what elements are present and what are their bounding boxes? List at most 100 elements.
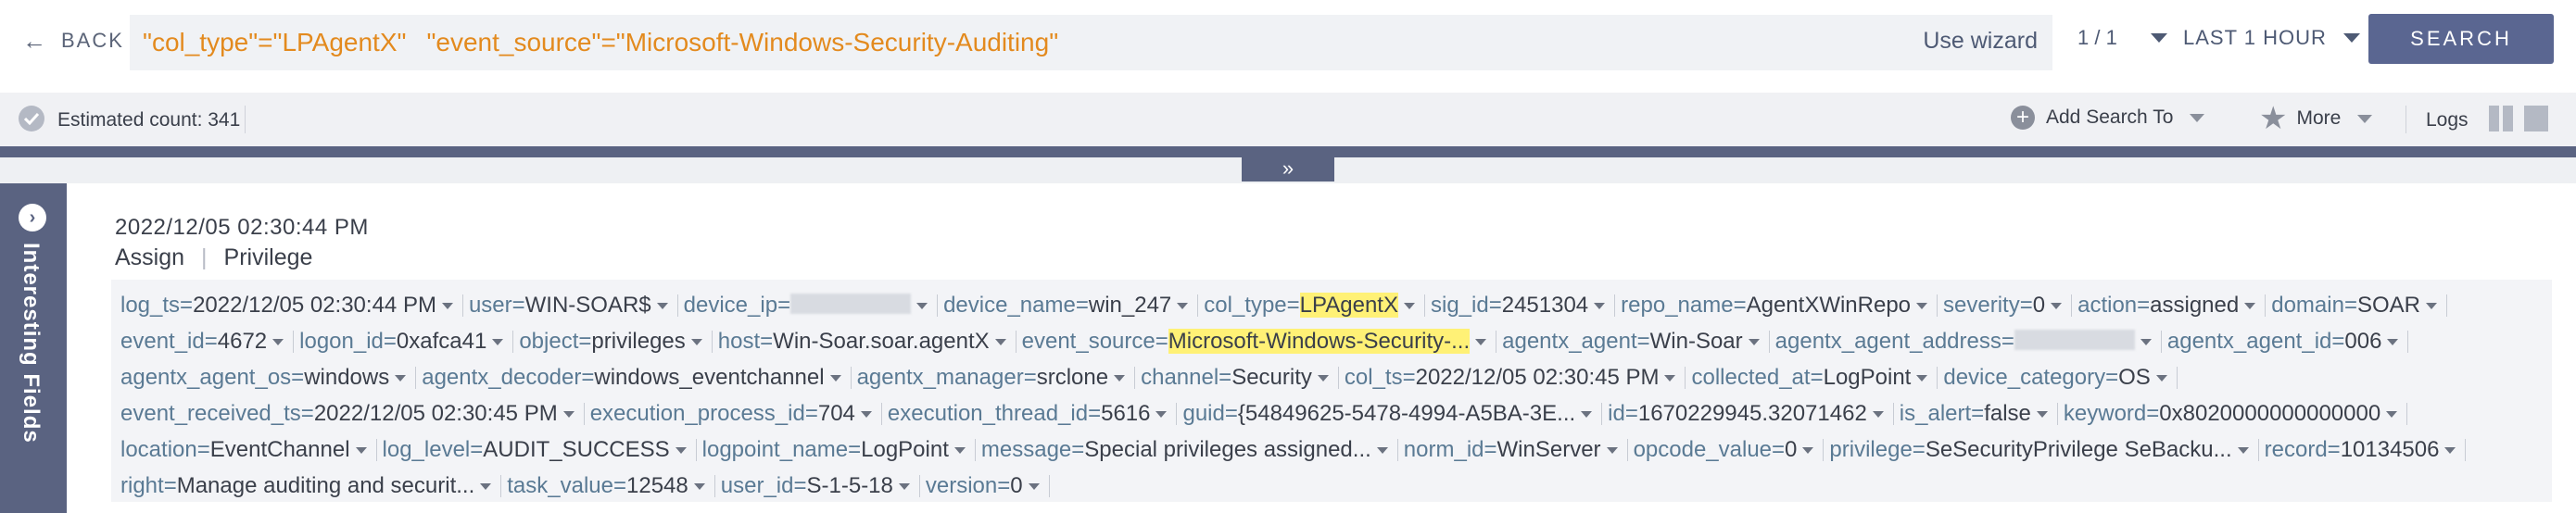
log-field-action[interactable]: action=assigned <box>2077 287 2267 323</box>
chevron-down-icon[interactable] <box>916 303 928 309</box>
chevron-down-icon[interactable] <box>492 339 504 345</box>
chevron-down-icon[interactable] <box>480 483 492 490</box>
log-field-agentx-agent-id[interactable]: agentx_agent_id=006 <box>2167 323 2409 359</box>
log-field-record[interactable]: record=10134506 <box>2265 432 2467 468</box>
chevron-down-icon[interactable] <box>1872 411 1884 418</box>
time-range-select[interactable]: LAST 1 HOUR <box>2183 26 2360 50</box>
chevron-down-icon[interactable] <box>562 411 575 418</box>
log-field-device-category[interactable]: device_category=OS <box>1943 359 2178 395</box>
log-field-device-name[interactable]: device_name=win_247 <box>943 287 1199 323</box>
chevron-down-icon[interactable] <box>1802 447 1814 454</box>
chevron-down-icon[interactable] <box>2155 375 2167 382</box>
chevron-down-icon[interactable] <box>994 339 1006 345</box>
log-field-col-type[interactable]: col_type=LPAgentX <box>1204 287 1425 323</box>
chevron-down-icon[interactable] <box>829 375 841 382</box>
log-field-agentx-decoder[interactable]: agentx_decoder=windows_eventchannel <box>422 359 852 395</box>
log-field-privilege[interactable]: privilege=SeSecurityPrivilege SeBacku... <box>1829 432 2259 468</box>
log-field-task-value[interactable]: task_value=12548 <box>507 468 715 504</box>
chevron-down-icon[interactable] <box>1028 483 1040 490</box>
log-field-agentx-agent-address[interactable]: agentx_agent_address= <box>1775 323 2162 359</box>
chevron-down-icon[interactable] <box>1403 303 1415 309</box>
chevron-down-icon[interactable] <box>1916 375 1928 382</box>
chevron-down-icon[interactable] <box>860 411 872 418</box>
chevron-down-icon[interactable] <box>1748 339 1760 345</box>
log-field-severity[interactable]: severity=0 <box>1943 287 2073 323</box>
chevron-down-icon[interactable] <box>1114 375 1126 382</box>
back-button[interactable]: ← BACK <box>22 27 122 56</box>
chevron-down-icon[interactable] <box>1664 375 1676 382</box>
collapse-toggle[interactable]: » <box>1242 157 1334 181</box>
log-field-id[interactable]: id=1670229945.32071462 <box>1608 395 1894 432</box>
log-field-host[interactable]: host=Win-Soar.soar.agentX <box>718 323 1017 359</box>
chevron-down-icon[interactable] <box>395 375 407 382</box>
search-button[interactable]: SEARCH <box>2368 14 2554 64</box>
log-field-collected-at[interactable]: collected_at=LogPoint <box>1691 359 1938 395</box>
chevron-down-icon[interactable] <box>2051 303 2063 309</box>
log-field-message[interactable]: message=Special privileges assigned... <box>981 432 1398 468</box>
log-field-log-level[interactable]: log_level=AUDIT_SUCCESS <box>383 432 697 468</box>
log-field-version[interactable]: version=0 <box>926 468 1050 504</box>
chevron-down-icon[interactable] <box>690 339 702 345</box>
interesting-fields-panel[interactable]: › Interesting Fields <box>0 183 67 513</box>
chevron-down-icon[interactable] <box>1376 447 1388 454</box>
use-wizard-link[interactable]: Use wizard <box>1923 28 2038 54</box>
chevron-down-icon[interactable] <box>953 447 966 454</box>
log-field-user-id[interactable]: user_id=S-1-5-18 <box>721 468 920 504</box>
chevron-down-icon[interactable] <box>2150 33 2167 43</box>
chevron-down-icon[interactable] <box>272 339 284 345</box>
log-field-opcode-value[interactable]: opcode_value=0 <box>1634 432 1825 468</box>
chevron-down-icon[interactable] <box>1177 303 1189 309</box>
log-field-guid[interactable]: guid={54849625-5478-4994-A5BA-3E... <box>1182 395 1603 432</box>
log-field-keyword[interactable]: keyword=0x8020000000000000 <box>2064 395 2408 432</box>
chevron-down-icon[interactable] <box>1475 339 1487 345</box>
log-field-event-id[interactable]: event_id=4672 <box>120 323 295 359</box>
chevron-down-icon[interactable] <box>2444 447 2456 454</box>
log-field-location[interactable]: location=EventChannel <box>120 432 377 468</box>
chevron-down-icon[interactable] <box>898 483 910 490</box>
log-field-norm-id[interactable]: norm_id=WinServer <box>1404 432 1628 468</box>
log-field-agentx-agent-os[interactable]: agentx_agent_os=windows <box>120 359 417 395</box>
log-field-event-received-ts[interactable]: event_received_ts=2022/12/05 02:30:45 PM <box>120 395 585 432</box>
query-input[interactable]: "col_type" = "LPAgentX" "event_source" =… <box>130 15 2052 70</box>
log-field-col-ts[interactable]: col_ts=2022/12/05 02:30:45 PM <box>1345 359 1686 395</box>
chevron-down-icon[interactable] <box>1606 447 1618 454</box>
log-field-right[interactable]: right=Manage auditing and securit... <box>120 468 502 504</box>
log-field-user[interactable]: user=WIN-SOAR$ <box>469 287 678 323</box>
chevron-down-icon[interactable] <box>2244 303 2256 309</box>
chevron-down-icon[interactable] <box>2140 339 2152 345</box>
add-search-to-button[interactable]: + Add Search To <box>2011 106 2205 130</box>
log-field-log-ts[interactable]: log_ts=2022/12/05 02:30:44 PM <box>120 287 463 323</box>
log-field-channel[interactable]: channel=Security <box>1141 359 1339 395</box>
log-field-agentx-agent[interactable]: agentx_agent=Win-Soar <box>1502 323 1770 359</box>
chevron-down-icon[interactable] <box>2387 339 2399 345</box>
chevron-down-icon[interactable] <box>2425 303 2437 309</box>
chevron-down-icon[interactable] <box>693 483 705 490</box>
chevron-down-icon[interactable] <box>1594 303 1606 309</box>
log-field-logpoint-name[interactable]: logpoint_name=LogPoint <box>702 432 976 468</box>
repo-pager[interactable]: 1 / 1 <box>2077 26 2167 50</box>
log-field-execution-process-id[interactable]: execution_process_id=704 <box>590 395 882 432</box>
chevron-down-icon[interactable] <box>1581 411 1593 418</box>
chevron-down-icon[interactable] <box>441 303 453 309</box>
full-view-icon[interactable] <box>2524 106 2548 131</box>
split-view-icon[interactable] <box>2489 106 2513 131</box>
chevron-down-icon[interactable] <box>1155 411 1168 418</box>
chevron-down-icon[interactable] <box>1916 303 1928 309</box>
log-field-sig-id[interactable]: sig_id=2451304 <box>1431 287 1616 323</box>
chevron-down-icon[interactable] <box>2237 447 2249 454</box>
more-button[interactable]: ★ More <box>2259 103 2373 134</box>
log-field-repo-name[interactable]: repo_name=AgentXWinRepo <box>1621 287 1938 323</box>
chevron-down-icon[interactable] <box>355 447 367 454</box>
log-field-object[interactable]: object=privileges <box>519 323 713 359</box>
chevron-down-icon[interactable] <box>675 447 687 454</box>
log-field-execution-thread-id[interactable]: execution_thread_id=5616 <box>888 395 1178 432</box>
log-field-event-source[interactable]: event_source=Microsoft-Windows-Security-… <box>1022 323 1497 359</box>
chevron-down-icon[interactable] <box>2386 411 2398 418</box>
log-field-domain[interactable]: domain=SOAR <box>2271 287 2447 323</box>
log-field-is-alert[interactable]: is_alert=false <box>1900 395 2058 432</box>
chevron-right-icon[interactable]: › <box>19 204 46 231</box>
chevron-down-icon[interactable] <box>2036 411 2048 418</box>
log-field-agentx-manager[interactable]: agentx_manager=srclone <box>857 359 1136 395</box>
chevron-down-icon[interactable] <box>1317 375 1329 382</box>
log-field-logon-id[interactable]: logon_id=0xafca41 <box>299 323 514 359</box>
